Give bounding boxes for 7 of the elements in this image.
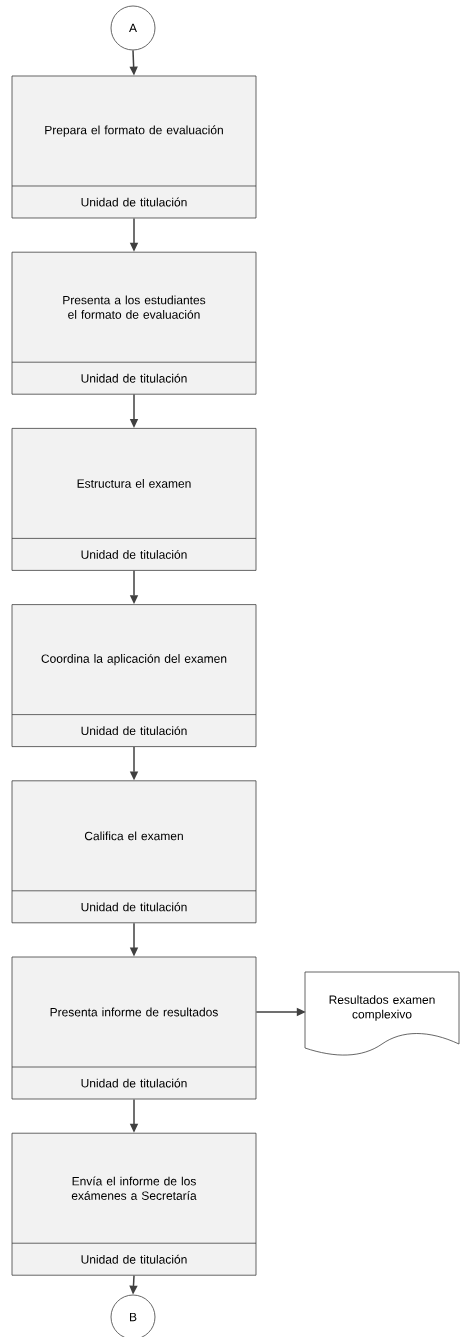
process-box: Coordina la aplicación del examen Unidad de titulación	[11, 604, 257, 747]
process-box: Califica el examen Unidad de titulación	[11, 780, 257, 924]
process-box: Presenta informe de resultados Unidad de titulación	[11, 956, 257, 1100]
process-box: Envía el informe de los exámenes a Secretaría Unidad de titulación	[11, 1132, 257, 1276]
process-box: Presenta a los estudiantes el formato de evaluación Unidad de titulación	[11, 251, 257, 395]
process-box: Prepara el formato de evaluación Unidad de titulación	[11, 75, 257, 219]
process-box: Estructura el examen Unidad de titulación	[11, 428, 257, 571]
